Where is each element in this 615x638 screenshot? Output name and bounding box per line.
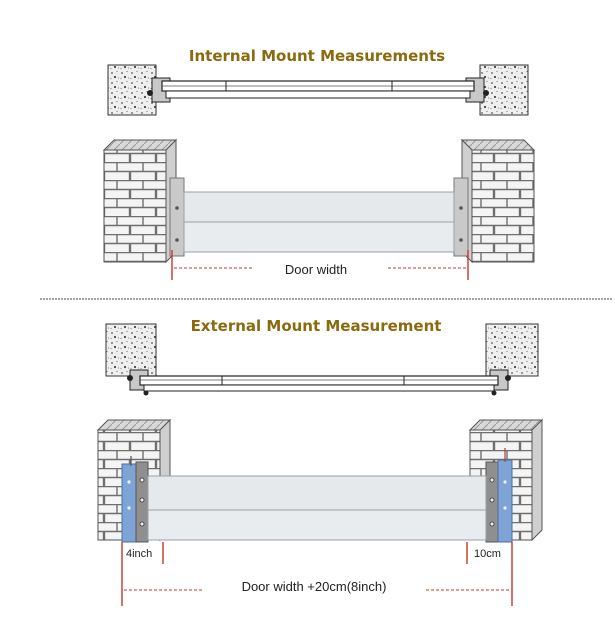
bolt-icon [489,477,495,483]
bolt-icon [127,480,131,484]
right-mount-strip [497,459,513,543]
bolt-icon [143,390,149,396]
door-width-label: Door width [285,262,347,277]
internal-mount-title: Internal Mount Measurements [189,47,445,65]
internal-mount-section: Internal Mount Measurements [102,47,536,280]
bolt-icon [489,497,495,503]
bolt-icon [175,238,179,242]
bolt-icon [459,206,463,210]
internal-top-view [107,64,529,116]
door-width-label: Door width +20cm(8inch) [242,579,387,594]
left-mount-strip [121,463,137,543]
barrier-rail-top [139,375,499,386]
barrier-rail-bottom [165,90,471,99]
left-concrete-wall-top [105,323,157,377]
external-front-view: 4inch 10cm Door width +20cm(8inch) [96,418,544,606]
right-brick-pillar-top [460,139,536,151]
bolt-icon [127,506,131,510]
bolt-icon [139,521,145,527]
barrier-panel [147,509,487,541]
bolt-icon [491,390,497,396]
barrier-panel [183,221,455,253]
right-brick-pillar [471,149,535,263]
right-concrete-wall-top [479,64,529,116]
bolt-icon [175,206,179,210]
barrier-rail-bottom [143,384,495,392]
barrier-panel [147,475,487,511]
bolt-icon [139,497,145,503]
left-mount-bracket [169,177,185,257]
bolt-icon [459,238,463,242]
bolt-icon [139,477,145,483]
left-concrete-wall-top [107,64,157,116]
bolt-icon [505,375,511,381]
right-mount-bracket [453,177,469,257]
right-brick-pillar-top [468,419,544,431]
external-mount-section: External Mount Measurement [96,317,544,606]
right-offset-label: 10cm [474,548,501,560]
internal-front-view: Door width [102,138,536,280]
right-concrete-wall-top [485,323,539,377]
barrier-panel [183,191,455,223]
bolt-icon [483,90,489,96]
bolt-icon [503,506,507,510]
left-brick-pillar [103,149,167,263]
bolt-icon [147,90,153,96]
left-brick-pillar-top [96,419,172,431]
bolt-icon [127,375,133,381]
right-brick-pillar-side [531,418,543,542]
bolt-icon [489,521,495,527]
left-brick-pillar-top [102,139,178,151]
left-offset-label: 4inch [126,548,152,560]
external-mount-title: External Mount Measurement [191,317,442,335]
bolt-icon [503,480,507,484]
external-top-view [105,323,539,396]
